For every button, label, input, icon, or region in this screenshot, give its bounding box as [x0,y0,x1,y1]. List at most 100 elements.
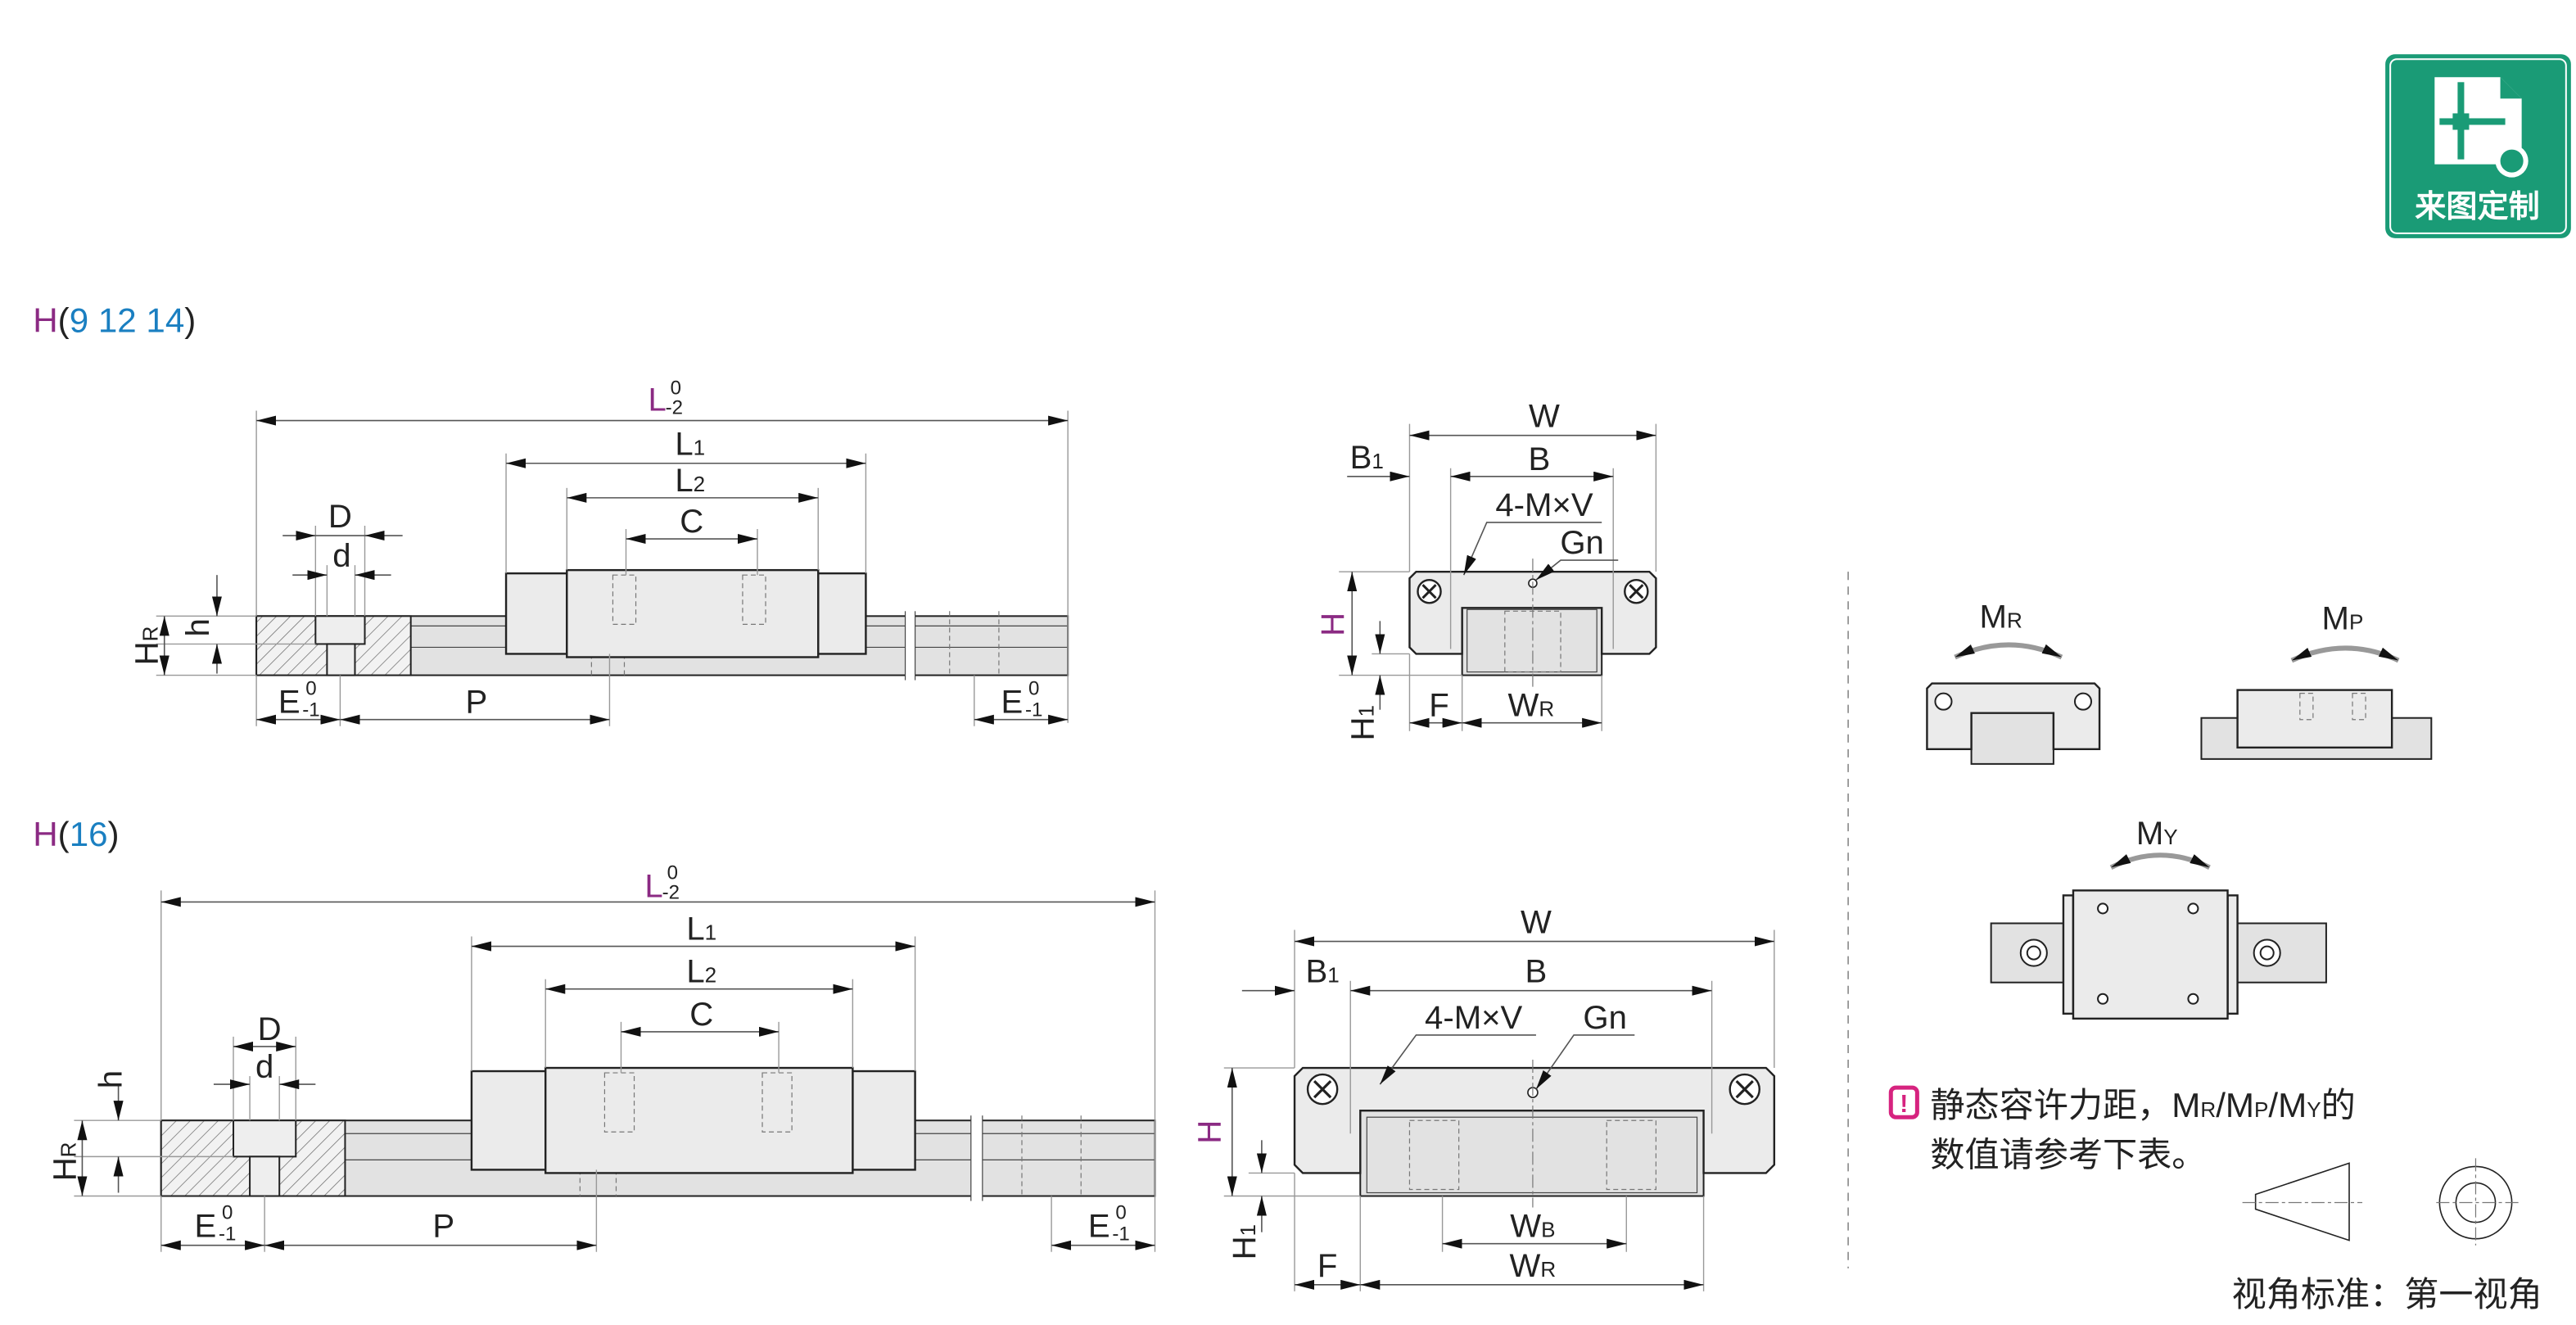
dim-F: F [1317,1247,1338,1284]
title-paren: ) [184,301,196,339]
svg-text:B1: B1 [1350,439,1384,476]
dim-H: H [1314,613,1351,636]
dim-d: d [332,537,350,574]
svg-text:L: L [648,382,666,418]
dim-E-left: E [278,684,301,721]
dim-E-tol-upper: 0 [305,678,316,700]
dim-L2-sub: 2 [694,472,706,496]
dim-WR-sub: R [1539,697,1554,721]
svg-text:H1: H1 [1344,705,1381,740]
moment-MY-diagram: MY [1990,815,2327,1020]
dim-H1-sub: 1 [1354,705,1378,717]
note-line-1: 静态容许力距，MR/MP/MY的 [1930,1086,2355,1124]
dim-L-tol-lower: -2 [666,397,683,419]
svg-text:L: L [644,867,662,904]
dim-E-tol-upper: 0 [1115,1202,1126,1224]
svg-text:WR: WR [1508,687,1555,724]
dim-E-left: E [195,1208,217,1245]
dim-E-tol-lower: -1 [1025,699,1042,721]
svg-text:HR: HR [46,1142,83,1181]
dim-P: P [432,1208,454,1245]
front-view-2: W B B1 4-M×V Gn H H1 WB F WR [1191,904,1776,1291]
svg-text:L1: L1 [675,426,705,463]
logo-text: 来图定制 [2415,189,2539,224]
title-h: H [33,815,57,853]
dim-L-tol-upper: 0 [671,377,681,399]
dim-D: D [328,498,352,535]
dim-C: C [680,503,703,540]
dim-B1: B [1350,439,1372,476]
dim-HR-sub: R [56,1142,80,1157]
dim-E-right: E [1088,1208,1110,1245]
dim-E-right: E [1001,684,1024,721]
dim-HR-sub: R [138,626,163,642]
label-MP-sub: P [2349,609,2363,634]
dim-HR: H [46,1157,83,1181]
svg-text:MP: MP [2322,599,2364,636]
svg-text:L2: L2 [686,953,716,990]
title-paren: ( [58,815,70,853]
dim-B1-sub: 1 [1372,449,1384,473]
dim-L2: L [686,953,704,990]
dim-H: H [1191,1120,1228,1144]
svg-text:WB: WB [1510,1208,1555,1245]
dim-B1-sub: 1 [1327,963,1340,988]
dim-B: B [1529,441,1551,477]
dim-WR: W [1508,687,1539,724]
dim-C: C [689,996,713,1033]
dim-P: P [466,684,488,721]
dim-4-MxV: 4-M×V [1495,486,1593,523]
title-paren: ( [58,301,70,339]
dim-D: D [258,1011,282,1047]
note-line-2: 数值请参考下表。 [1930,1135,2206,1174]
dim-L2: L [675,462,693,499]
dim-WB: W [1510,1208,1541,1245]
label-MP: M [2322,599,2349,636]
dim-H1: H [1344,717,1381,741]
dim-H1: H [1226,1236,1263,1259]
dim-d: d [255,1048,273,1085]
dim-L: L [648,382,666,418]
section2-title: H(16) [33,815,119,853]
moment-MP-diagram: MP [2200,599,2433,760]
svg-text:H1: H1 [1226,1224,1263,1259]
dim-h: h [179,618,216,636]
svg-text:WR: WR [1510,1247,1557,1284]
label-MR-sub: R [2007,608,2022,632]
dim-F: F [1429,687,1449,724]
title-paren: ) [108,815,120,853]
dim-Gn: Gn [1583,999,1627,1036]
custom-drawing-logo[interactable]: 来图定制 [2385,54,2571,238]
dim-B1: B [1305,953,1327,990]
dim-H1-sub: 1 [1236,1224,1260,1237]
dim-E-tol-upper: 0 [1028,678,1039,700]
dim-L1-sub: 1 [705,920,717,945]
dim-h: h [93,1070,129,1088]
dim-E-tol-upper: 0 [222,1202,233,1224]
svg-text:MR: MR [1980,598,2022,635]
moment-note: ! 静态容许力距，MR/MP/MY的 数值请参考下表。 [1888,1085,2356,1174]
dim-W: W [1521,904,1552,941]
dim-L-tol-lower: -2 [662,881,680,903]
moment-MR-diagram: MR [1926,598,2101,765]
dim-WR: W [1510,1247,1541,1284]
dim-L-tol-upper: 0 [667,861,678,884]
svg-text:MY: MY [2136,815,2178,852]
front-view-1: W B B1 4-M×V Gn H H1 F WR [1314,398,1657,740]
dim-W: W [1529,398,1560,435]
dim-E-tol-lower: -1 [219,1223,236,1246]
section1-title: H(9 12 14) [33,301,196,339]
first-angle-projection-symbol: 视角标准：第一视角 [2232,1158,2542,1314]
title-sizes: 16 [70,815,108,853]
dim-L1: L [686,911,704,947]
dim-L2-sub: 2 [705,963,717,988]
side-view-2: L 0 -2 L1 L2 C D d h HR E 0 -1 P E 0 -1 [46,861,1156,1252]
exclamation-icon [1888,1085,1919,1119]
side-view-1: L 0 -2 L1 L2 C D d h HR E 0 -1 P E 0 -1 [129,377,1069,726]
label-MY-sub: Y [2163,825,2177,849]
projection-label: 视角标准：第一视角 [2232,1275,2542,1314]
svg-text:L2: L2 [675,462,705,499]
dim-L: L [644,867,662,904]
title-sizes: 9 12 14 [70,301,185,339]
